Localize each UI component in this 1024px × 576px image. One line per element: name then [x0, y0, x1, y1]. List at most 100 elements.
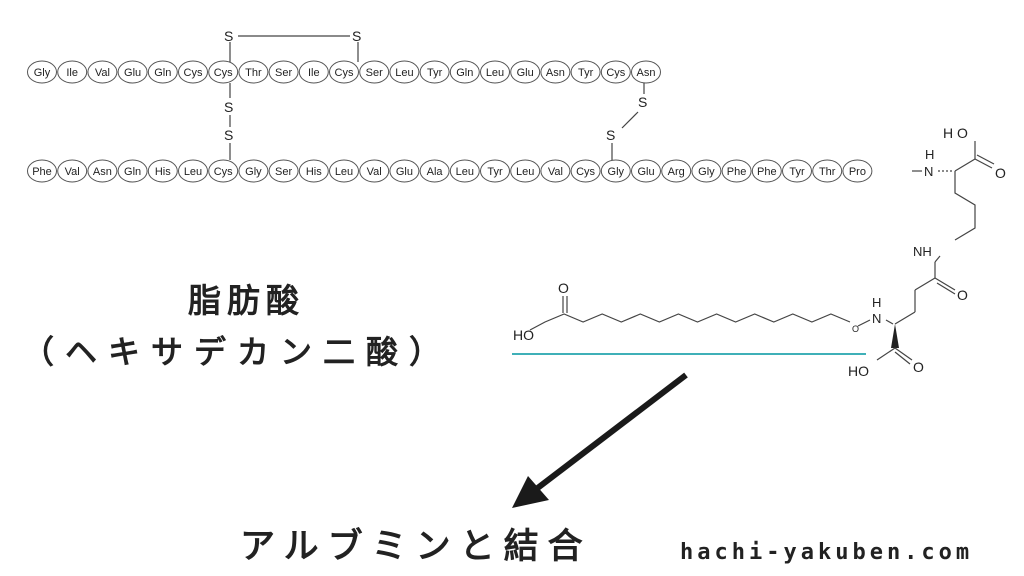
- residue-label: Cys: [214, 166, 233, 178]
- bond: [954, 158, 976, 172]
- sulfur-atom: S: [638, 94, 647, 110]
- residue-label: Gln: [124, 166, 141, 178]
- sulfur-atom: S: [224, 127, 233, 143]
- residue-circle: [661, 159, 692, 183]
- residue-label: Gln: [456, 67, 473, 79]
- arrow-head: [512, 476, 549, 508]
- residue-circle: [691, 159, 722, 183]
- residue-circle: [510, 159, 541, 183]
- residue-circle: [359, 60, 390, 84]
- residue-label: Cys: [214, 67, 233, 79]
- residue-label: Thr: [819, 166, 836, 178]
- residue-label: Leu: [516, 166, 534, 178]
- residue-label: Glu: [637, 166, 654, 178]
- residue-label: Phe: [32, 166, 52, 178]
- lysine-side-chain: [954, 171, 976, 241]
- carbonyl-oxygen: O: [913, 359, 924, 375]
- residue-label: His: [306, 166, 322, 178]
- hydrogen-atom: H: [925, 147, 934, 162]
- residue-label: Val: [367, 166, 382, 178]
- amide-oxygen: O: [852, 324, 859, 334]
- residue-circle: [117, 60, 148, 84]
- fatty-acid-name: （ヘキサデカン二酸）: [22, 333, 453, 371]
- carboxyl-hydroxyl: O: [957, 125, 968, 141]
- arrow-shaft: [533, 372, 688, 493]
- residue-circle: [480, 60, 510, 84]
- residue-label: Pro: [849, 166, 866, 178]
- albumin-binding-label: アルブミンと結合: [240, 527, 592, 567]
- bond: [894, 351, 911, 365]
- residue-circle: [238, 159, 269, 183]
- residue-circle: [298, 159, 329, 183]
- residue-circle: [449, 60, 480, 84]
- hydrogen-atom: H: [872, 295, 881, 310]
- residue-circle: [117, 159, 148, 183]
- residue-circle: [178, 60, 208, 84]
- fatty-acid-chain: [529, 313, 851, 331]
- carbonyl-oxygen: O: [558, 280, 569, 296]
- residue-label: Ile: [66, 67, 78, 79]
- amide-nitrogen: N: [872, 311, 881, 326]
- residue-label: Ser: [366, 67, 383, 79]
- residue-label: Asn: [546, 67, 565, 79]
- bond: [934, 255, 941, 263]
- residue-circle: [359, 159, 390, 183]
- residue-circle: [751, 159, 782, 183]
- residue-circle: [721, 159, 752, 183]
- fatty-acid-label: 脂肪酸: [188, 281, 305, 320]
- bond: [976, 154, 995, 165]
- residue-label: Tyr: [578, 67, 594, 79]
- residue-label: Leu: [395, 67, 413, 79]
- bond: [936, 282, 956, 295]
- residue-label: Gly: [34, 67, 51, 79]
- residue-circle: [782, 159, 812, 183]
- residue-circle: [147, 60, 178, 84]
- bond: [974, 158, 993, 169]
- residue-circle: [57, 159, 88, 183]
- residue-circle: [389, 60, 420, 84]
- residue-circle: [570, 159, 601, 183]
- residue-circle: [631, 159, 661, 183]
- residue-label: Arg: [668, 166, 685, 178]
- residue-circle: [570, 60, 601, 84]
- residue-circle: [178, 159, 208, 183]
- sulfur-atom: S: [224, 99, 233, 115]
- bond: [914, 277, 936, 291]
- residue-label: Glu: [396, 166, 413, 178]
- sulfur-atom: S: [224, 28, 233, 44]
- residue-label: Phe: [727, 166, 747, 178]
- residue-label: Ser: [275, 166, 292, 178]
- bond: [876, 347, 896, 361]
- nitrogen-atom: N: [924, 164, 933, 179]
- residue-label: Cys: [606, 67, 625, 79]
- residue-circle: [298, 60, 329, 84]
- residue-circle: [87, 60, 118, 84]
- residue-circle: [480, 159, 510, 183]
- residue-label: Leu: [335, 166, 353, 178]
- residue-circle: [268, 60, 299, 84]
- residue-label: Ser: [275, 67, 292, 79]
- residue-label: Tyr: [487, 166, 503, 178]
- residue-label: Val: [548, 166, 563, 178]
- residue-label: Asn: [93, 166, 112, 178]
- bond: [857, 319, 871, 327]
- residue-circle: [329, 60, 359, 84]
- residue-label: Val: [65, 166, 80, 178]
- residue-circle: [329, 159, 359, 183]
- residue-circle: [57, 60, 88, 84]
- residue-circle: [449, 159, 480, 183]
- bond: [894, 311, 916, 325]
- residue-circle: [812, 159, 843, 183]
- residue-label: Tyr: [789, 166, 805, 178]
- residue-label: Ile: [308, 67, 320, 79]
- residue-label: Leu: [486, 67, 504, 79]
- sulfur-atom: S: [606, 127, 615, 143]
- residue-circle: [419, 60, 450, 84]
- residue-label: Cys: [335, 67, 354, 79]
- website-watermark: hachi-yakuben.com: [680, 540, 974, 565]
- residue-label: Gly: [608, 166, 625, 178]
- carboxyl-hydroxyl: HO: [848, 363, 869, 379]
